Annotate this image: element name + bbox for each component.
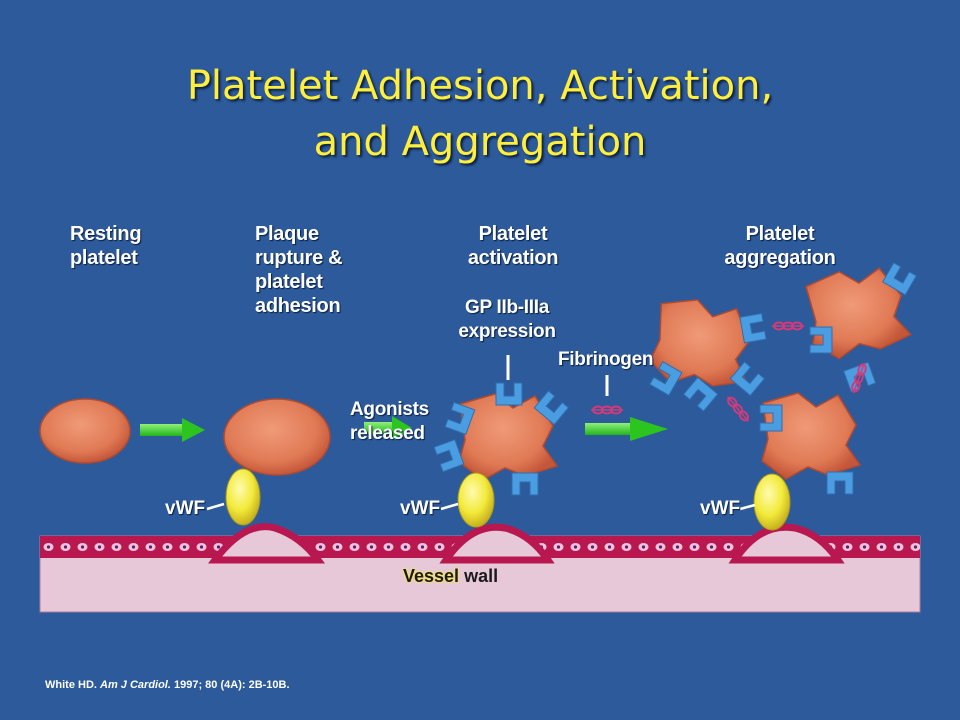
stage-adhesion-line2: rupture & [255,247,343,269]
agonists-line2: released [350,423,425,444]
vwf-label-3: vWF [700,498,741,519]
vwf-pointer-2 [440,502,459,511]
vwf-label-2: vWF [400,498,441,519]
vwf-molecule-2 [457,472,495,528]
vessel-wall-label: Vessel wall [403,566,498,587]
fibrinogen-bridge-1 [771,321,805,331]
stage-activation-line1: Platelet [478,223,548,245]
title-line-1: Platelet Adhesion, Activation, [186,63,774,109]
stage-aggregation-line1: Platelet [745,223,815,245]
vessel-word: Vessel [403,566,460,586]
stage-adhesion-line4: adhesion [255,295,341,317]
fibrinogen-label: Fibrinogen [558,349,654,370]
wall-word: wall [464,566,499,586]
stage-activation-line2: activation [467,247,559,269]
citation: White HD. Am J Cardiol. 1997; 80 (4A): 2… [45,679,290,691]
citation-details: 1997; 80 (4A): 2B-10B. [173,679,290,691]
page-title: Platelet Adhesion, Activation, and Aggre… [0,58,960,170]
stage-adhesion-line3: platelet [255,271,323,293]
stage-label-adhesion: Plaque rupture & platelet adhesion [255,222,343,318]
arrow-icon-1 [140,418,205,442]
title-line-2: and Aggregation [313,119,647,165]
stage-label-resting: Resting platelet [70,222,142,270]
citation-author: White HD. [45,679,97,691]
agonists-line1: Agonists [350,399,429,420]
fibrinogen-molecule-icon [590,405,624,415]
gp-label: GP IIb-IIIa expression [455,296,559,344]
stage-label-aggregation: Platelet aggregation [722,222,838,270]
stage-adhesion-line1: Plaque [255,223,319,245]
agonists-label: Agonists released [350,398,429,446]
vwf-molecule-3 [753,473,791,531]
arrow-icon-2 [364,416,412,440]
fibrinogen-bridge-2 [724,393,752,425]
gp-label-line2: expression [458,321,556,342]
vwf-pointer-3 [739,503,756,511]
adhering-platelet [223,398,331,476]
vwf-pointer-1 [206,502,225,511]
vwf-label-1: vWF [165,498,206,519]
citation-journal: Am J Cardiol. [100,679,171,691]
gp-label-line1: GP IIb-IIIa [465,297,549,318]
vwf-molecule-1 [225,468,261,526]
stage-resting-line1: Resting [70,223,142,245]
resting-platelet [39,398,131,464]
stage-resting-line2: platelet [70,247,138,269]
stage-label-activation: Platelet activation [463,222,563,270]
arrow-icon-3 [585,417,668,441]
stage-aggregation-line2: aggregation [724,247,836,269]
vessel-wall [39,523,921,613]
